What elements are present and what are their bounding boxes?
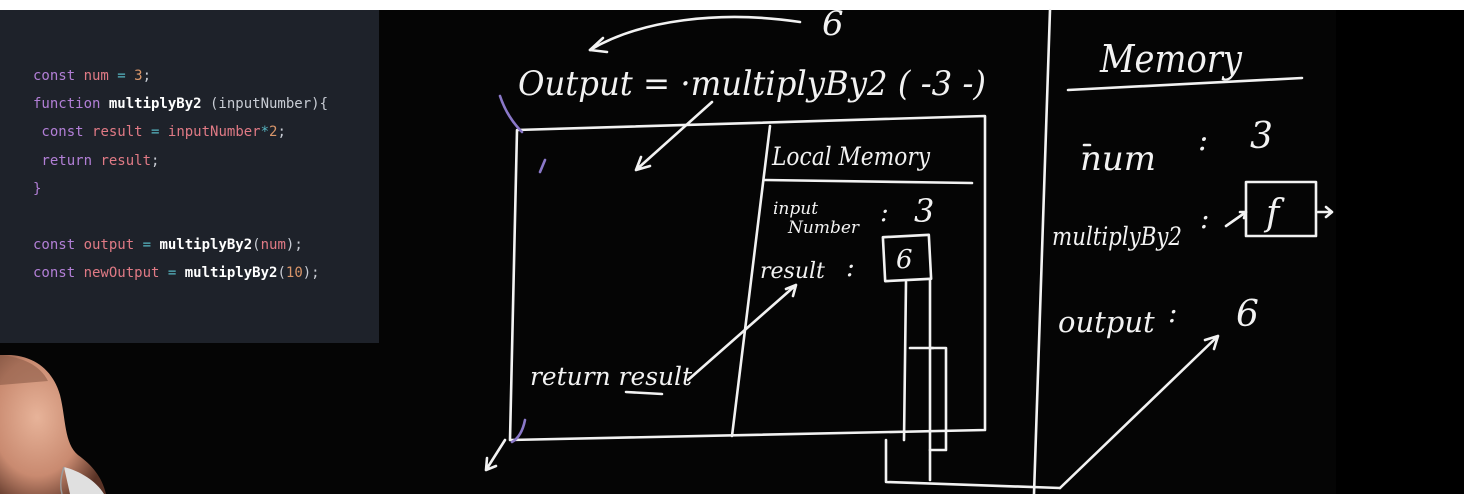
code-token: (inputNumber){ [201, 96, 329, 113]
memory-num-value: 3 [1250, 116, 1273, 157]
code-line: const output = multiplyBy2(num); [33, 231, 328, 259]
memory-output-label: output [1058, 305, 1155, 339]
code-line: function multiplyBy2 (inputNumber){ [33, 90, 328, 118]
local-memory-divider [730, 124, 772, 438]
code-panel: const num = 3;function multiplyBy2 (inpu… [0, 10, 379, 343]
code-token: const [33, 124, 93, 141]
code-token: = [108, 68, 135, 84]
execution-context-box [508, 114, 987, 442]
code-token: result [100, 152, 152, 169]
right-dark-strip [1336, 10, 1464, 494]
input-value: 3 [914, 192, 934, 230]
code-token: } [33, 180, 42, 197]
code-line: const result = inputNumber*2; [33, 118, 328, 146]
code-token: num [83, 68, 109, 84]
code-token: const [33, 237, 84, 254]
code-token: function [33, 96, 109, 113]
purple-mark-bottom [510, 418, 527, 444]
code-token: = [142, 124, 168, 141]
code-token: * [260, 124, 270, 141]
code-token: const [33, 265, 84, 282]
code-line: const newOutput = multiplyBy2(10); [33, 259, 328, 287]
code-token: ; [277, 124, 286, 141]
input-label: input [773, 199, 818, 219]
memory-output-value: 6 [1236, 294, 1259, 335]
code-token: ; [142, 68, 152, 84]
result-value: 6 [896, 245, 913, 275]
code-token: ; [151, 152, 160, 169]
code-token: multiplyBy2 [184, 265, 278, 282]
code-token: = [134, 237, 160, 254]
code-line: const num = 3; [33, 62, 328, 90]
code-line: } [33, 175, 328, 203]
return-statement: return result [530, 362, 693, 391]
result-value-box [881, 233, 933, 283]
code-line [33, 203, 328, 231]
code-token: const [33, 68, 84, 84]
function-box [1244, 180, 1318, 238]
memory-fn-value: f [1263, 193, 1285, 234]
code-token: inputNumber [167, 124, 261, 141]
code-token: 10 [285, 265, 303, 282]
code-token: return [33, 152, 101, 169]
call-expression: Output = ·multiplyBy2 ( -3 -) [518, 64, 986, 104]
top-white-strip [0, 0, 1464, 10]
memory-divider [1032, 8, 1052, 494]
input-colon: : [880, 198, 889, 228]
presenter-image [0, 355, 106, 494]
code-token: result [92, 124, 143, 141]
code-token: multiplyBy2 [159, 237, 253, 254]
memory-title: Memory [1099, 37, 1242, 81]
number-label: Number [787, 218, 860, 238]
memory-num-label: num [1080, 139, 1156, 179]
code-token: 3 [134, 68, 143, 84]
result-label: result [760, 259, 825, 284]
code-token: ); [302, 265, 320, 282]
memory-fn-colon: : [1200, 202, 1209, 235]
top-six-label: 6 [822, 4, 844, 44]
code-token: ( [277, 265, 286, 282]
code-token: output [83, 237, 135, 254]
code-token: newOutput [83, 265, 160, 282]
memory-fn-label: multiplyBy2 [1052, 222, 1182, 251]
local-memory-title: Local Memory [771, 142, 931, 171]
memory-num-colon: : [1198, 123, 1208, 158]
result-colon: : [846, 253, 855, 283]
return-to-code-arrow [588, 15, 802, 52]
code-token: num [260, 237, 286, 254]
code-token: = [159, 265, 185, 282]
purple-mark-top [498, 94, 524, 134]
code-token: 2 [269, 124, 278, 141]
code-line: return result; [33, 147, 328, 175]
code-token: ( [252, 237, 261, 254]
code-token: multiplyBy2 [108, 96, 202, 113]
code-block: const num = 3;function multiplyBy2 (inpu… [33, 62, 328, 288]
code-token: ); [285, 237, 303, 254]
memory-output-colon: : [1168, 296, 1177, 329]
